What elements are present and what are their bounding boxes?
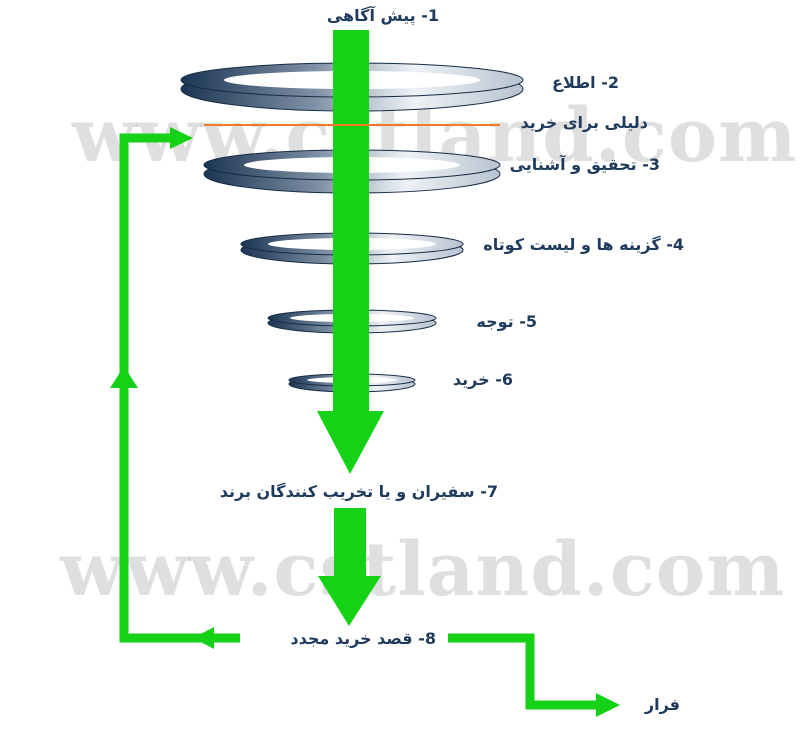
stage-6-label: 6- خرید (452, 370, 513, 389)
stage-2-label: 2- اطلاع (552, 73, 619, 92)
reason-to-buy-label: دلیلی برای خرید (520, 113, 648, 132)
feedback-loop-arrowhead-up (110, 366, 138, 388)
second-flow-arrow-shaft (334, 508, 366, 578)
exit-arrowhead (596, 693, 620, 717)
exit-arrow (448, 633, 598, 710)
stage-5-label: 5- توجه (476, 312, 537, 331)
watermark-bottom: www.cstland.com (60, 527, 786, 613)
exit-label: فرار (644, 695, 680, 714)
feedback-loop-arrow (119, 133, 240, 643)
stage-8-label: 8- قصد خرید مجدد (290, 629, 436, 648)
stage-7-label: 7- سفیران و یا تخریب کنندگان برند (219, 482, 498, 501)
second-flow-arrowhead (318, 576, 381, 626)
feedback-loop-arrowhead-left (193, 627, 214, 649)
stage-1-label: 1- پیش آگاهی (326, 6, 439, 25)
main-flow-arrowhead (317, 411, 384, 474)
stage-3-label: 3- تحقیق و آشنایی (509, 155, 660, 174)
funnel-ring-2 (203, 149, 501, 194)
stage-4-label: 4- گزینه ها و لیست کوتاه (483, 235, 684, 254)
main-flow-arrow-shaft (333, 30, 369, 413)
feedback-loop-arrowhead-right (170, 127, 193, 149)
